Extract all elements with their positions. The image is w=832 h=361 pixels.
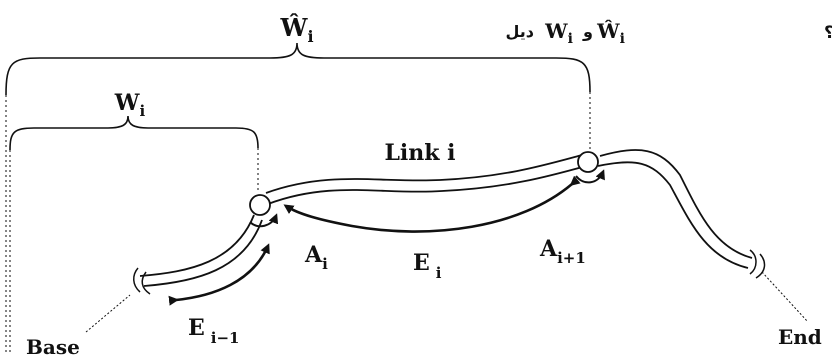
e-i-arrow bbox=[283, 175, 581, 233]
link-prev bbox=[133, 214, 263, 295]
end-label: End bbox=[778, 325, 822, 349]
w-hat-label: Ŵi bbox=[279, 13, 313, 46]
question-var-a: Wi bbox=[544, 19, 573, 47]
end-pointer bbox=[761, 271, 809, 323]
base-pointer bbox=[85, 294, 131, 333]
a-i-label: Ai bbox=[304, 242, 328, 273]
base-label: Base bbox=[26, 335, 80, 359]
question-conj: و bbox=[582, 22, 593, 41]
a-i-plus-1-label: Ai+1 bbox=[539, 236, 586, 267]
guide-lines bbox=[5, 92, 591, 355]
question-prefix: دیل bbox=[506, 22, 535, 41]
joint-i-plus-1 bbox=[577, 151, 599, 173]
link-label: Link i bbox=[384, 140, 455, 166]
w-brace bbox=[9, 115, 259, 151]
w-hat-brace bbox=[5, 42, 591, 96]
joint-i bbox=[249, 194, 271, 216]
link-next bbox=[597, 149, 766, 279]
e-prev-arrow bbox=[168, 243, 270, 306]
w-label: Wi bbox=[114, 90, 146, 120]
question-var-b: Ŵi bbox=[596, 19, 625, 47]
question-text: کدام است؟ bbox=[824, 23, 832, 43]
